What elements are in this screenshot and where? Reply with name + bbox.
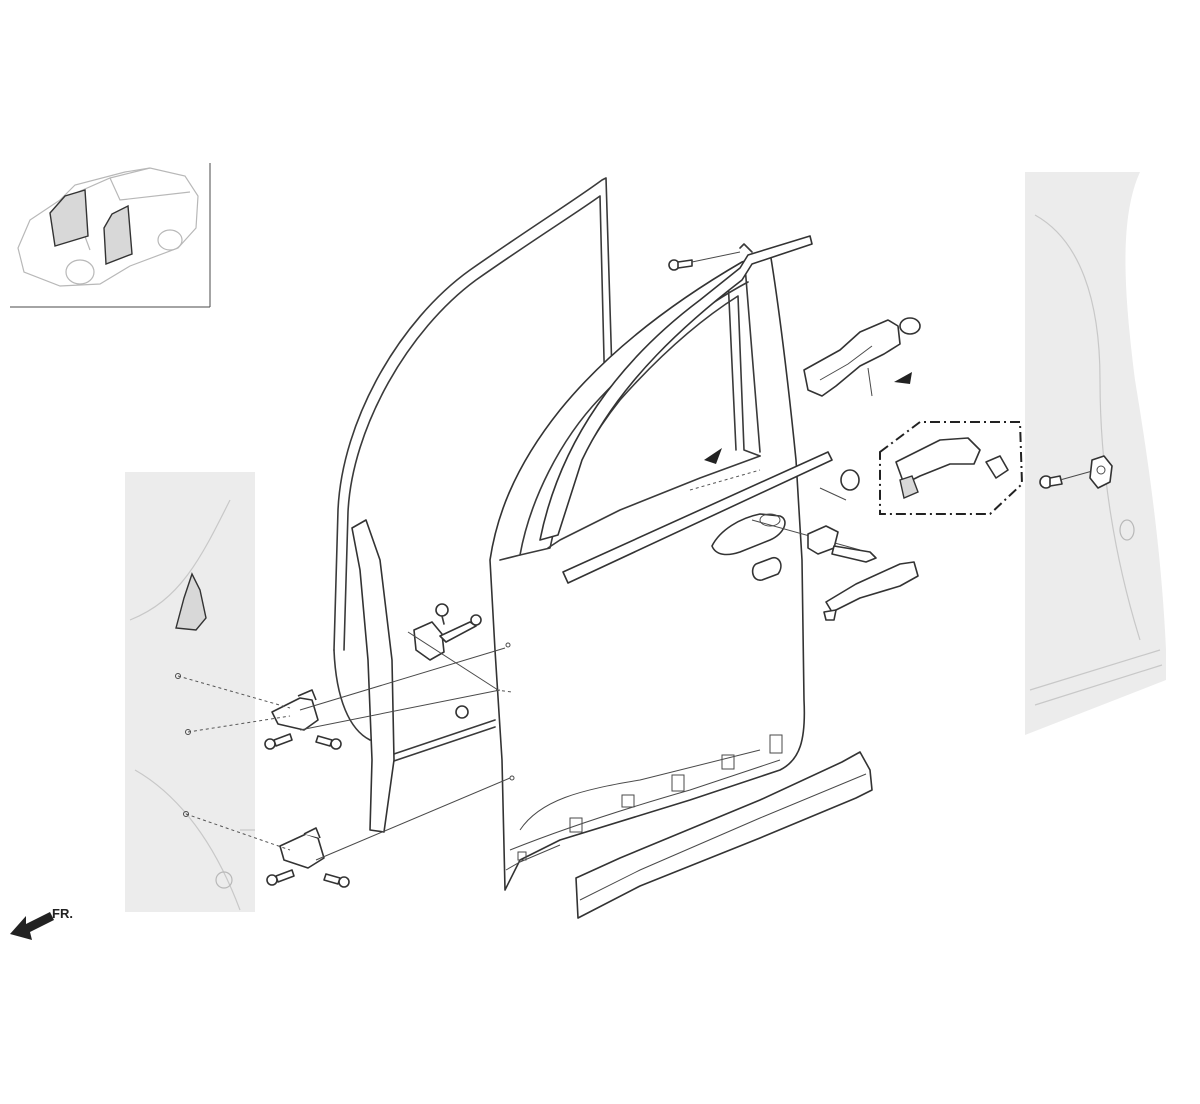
door-opening-weatherstrip — [333, 177, 621, 651]
door-service-holes — [517, 734, 783, 861]
door-lower-seal — [381, 719, 496, 759]
upper-door-hinge — [264, 689, 342, 750]
front-door-highlight — [49, 189, 89, 247]
outside-door-handle — [825, 561, 919, 613]
vehicle-locator-inset — [10, 163, 211, 308]
leader-lines — [175, 251, 1097, 861]
front-arrow-icon — [10, 912, 54, 940]
rear-door-highlight — [103, 204, 133, 265]
front-direction-indicator: FR. — [10, 906, 73, 940]
left-body-pillar — [125, 472, 255, 912]
handle-detail-callout — [879, 421, 1024, 515]
mirror-bracket — [175, 572, 207, 631]
arrow-window-indicator — [704, 448, 722, 464]
outer-handle-frame — [803, 317, 921, 397]
door-check-assembly — [413, 603, 482, 661]
arrow-handle-indicator — [894, 372, 912, 384]
lower-door-hinge — [266, 827, 350, 888]
right-body-pillar — [1025, 172, 1166, 735]
belt-molding — [562, 451, 833, 584]
door-fasteners — [455, 259, 1063, 719]
door-striker — [1089, 455, 1113, 489]
front-door-shell — [489, 251, 806, 891]
door-sash-seal — [351, 519, 395, 833]
door-lower-garnish — [575, 751, 873, 919]
direction-label: FR. — [52, 906, 73, 921]
key-cylinder-parts — [807, 469, 877, 563]
window-run-channel — [539, 235, 813, 541]
